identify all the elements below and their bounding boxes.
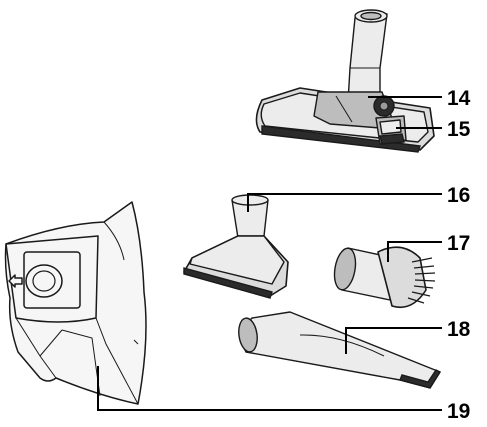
- dusting-brush-icon: [332, 247, 435, 308]
- crevice-tool-icon: [237, 312, 440, 388]
- pedal-switch-icon: [376, 116, 406, 144]
- callout-15: 15: [447, 118, 471, 141]
- callout-16: 16: [447, 184, 470, 207]
- dust-bag-icon: [6, 202, 147, 404]
- callout-18: 18: [447, 318, 471, 341]
- leader-line-16: [248, 194, 442, 212]
- callout-19: 19: [447, 400, 470, 423]
- callout-17: 17: [447, 232, 470, 255]
- upholstery-nozzle-icon: [184, 195, 288, 298]
- callout-labels: 14 15 16 17 18 19: [447, 87, 471, 423]
- floor-nozzle-icon: [256, 10, 434, 152]
- callout-14: 14: [447, 87, 471, 110]
